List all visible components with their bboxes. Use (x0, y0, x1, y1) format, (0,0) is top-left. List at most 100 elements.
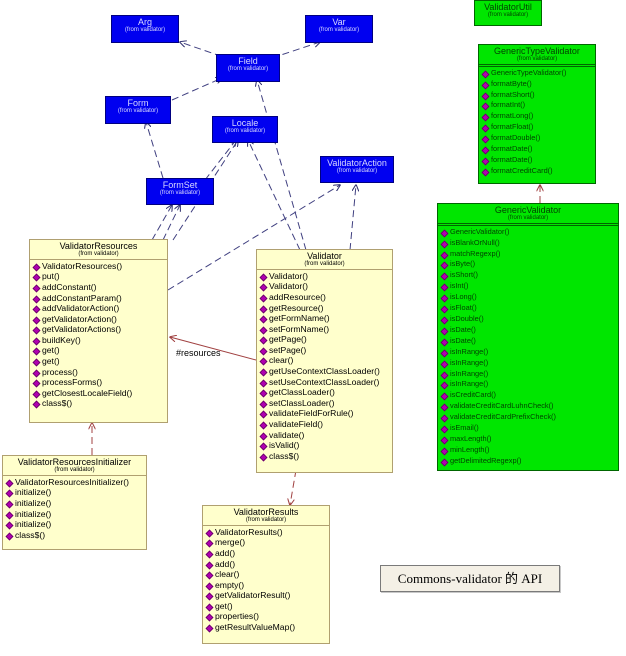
class-var[interactable]: Var(from validator) (305, 15, 373, 43)
operation: get() (206, 601, 329, 612)
operation: ValidatorResources() (33, 261, 167, 272)
link-validator-locale (248, 140, 301, 251)
operation: formatLong() (482, 111, 595, 122)
operation: validateCreditCardLuhnCheck() (441, 401, 618, 412)
operation: ValidatorResourcesInitializer() (6, 477, 146, 488)
class-form[interactable]: Form(from validator) (105, 96, 171, 124)
operation: getFormName() (260, 313, 392, 324)
operation: addResource() (260, 292, 392, 303)
class-field[interactable]: Field(from validator) (216, 54, 280, 82)
link-formset-form (146, 122, 164, 179)
class-name: Field (238, 56, 258, 66)
operation: setPage() (260, 345, 392, 356)
operation: get() (33, 356, 167, 367)
operation-list: Validator() Validator() addResource() ge… (257, 270, 392, 462)
class-name: ValidatorResources (59, 241, 138, 251)
class-package: (from validator) (487, 12, 529, 19)
operation: getClosestLocaleField() (33, 388, 167, 399)
operation: formatCreditCard() (482, 166, 595, 177)
class-package: (from validator) (336, 168, 378, 175)
operation-list: GenericValidator() isBlankOrNull() match… (438, 224, 618, 467)
operation: isInRange() (441, 347, 618, 358)
class-genericvalidator[interactable]: GenericValidator(from validator) Generic… (437, 203, 619, 471)
operation: isEmail() (441, 423, 618, 434)
operation: class$() (33, 398, 167, 409)
operation: isInRange() (441, 379, 618, 390)
operation: class$() (6, 530, 146, 541)
operation: GenericValidator() (441, 227, 618, 238)
class-package: (from validator) (54, 467, 95, 474)
class-validatoraction[interactable]: ValidatorAction(from validator) (320, 156, 394, 183)
operation: isInRange() (441, 369, 618, 380)
class-package: (from validator) (245, 517, 287, 524)
operation: put() (33, 271, 167, 282)
class-package: (from validator) (78, 251, 119, 258)
class-package: (from validator) (224, 128, 266, 135)
class-validatorresourcesinitializer[interactable]: ValidatorResourcesInitializer(from valid… (2, 455, 147, 550)
operation-list: ValidatorResourcesInitializer() initiali… (3, 476, 146, 541)
class-name: Var (332, 17, 346, 27)
operation: isDate() (441, 325, 618, 336)
class-package: (from validator) (304, 261, 345, 268)
class-package: (from validator) (227, 66, 269, 73)
operation: get() (33, 345, 167, 356)
operation: isDouble() (441, 314, 618, 325)
link-form-field (171, 78, 222, 101)
class-name: ValidatorResourcesInitializer (17, 457, 132, 467)
operation: initialize() (6, 509, 146, 520)
operation: isValid() (260, 440, 392, 451)
operation: getValidatorActions() (33, 324, 167, 335)
class-validatorutil[interactable]: ValidatorUtil(from validator) (474, 0, 542, 26)
operation: clear() (260, 355, 392, 366)
class-generictypevalidator[interactable]: GenericTypeValidator(from validator) Gen… (478, 44, 596, 184)
operation: setUseContextClassLoader() (260, 377, 392, 388)
class-name: Locale (231, 118, 259, 128)
operation: processForms() (33, 377, 167, 388)
operation: add() (206, 548, 329, 559)
operation: maxLength() (441, 434, 618, 445)
operation: isDate() (441, 336, 618, 347)
class-name: ValidatorUtil (484, 2, 532, 12)
operation: addValidatorAction() (33, 303, 167, 314)
resources-association (170, 337, 257, 361)
operation: setFormName() (260, 324, 392, 335)
operation-list: ValidatorResults() merge() add() add() c… (203, 526, 329, 633)
operation: validateField() (260, 419, 392, 430)
operation: isLong() (441, 292, 618, 303)
link-field-arg (180, 42, 233, 61)
link-vr-formset (151, 205, 172, 241)
class-name: Form (127, 98, 149, 108)
class-package: (from validator) (507, 215, 549, 222)
class-formset[interactable]: FormSet(from validator) (146, 178, 214, 205)
link-vr-validatoraction (167, 185, 340, 291)
class-package: (from validator) (117, 108, 159, 115)
operation: isCreditCard() (441, 390, 618, 401)
class-name: FormSet (162, 180, 198, 190)
operation-list: GenericTypeValidator() formatByte() form… (479, 65, 595, 177)
operation: add() (206, 559, 329, 570)
operation: isByte() (441, 259, 618, 270)
operation: initialize() (6, 487, 146, 498)
class-validatorresources[interactable]: ValidatorResources(from validator) Valid… (29, 239, 168, 423)
class-arg[interactable]: Arg(from validator) (111, 15, 179, 43)
class-package: (from validator) (124, 27, 166, 34)
operation: setClassLoader() (260, 398, 392, 409)
class-package: (from validator) (516, 56, 558, 63)
operation: validate() (260, 430, 392, 441)
class-package: (from validator) (318, 27, 360, 34)
operation: minLength() (441, 445, 618, 456)
operation: process() (33, 367, 167, 378)
operation: formatDate() (482, 144, 595, 155)
class-validatorresults[interactable]: ValidatorResults(from validator) Validat… (202, 505, 330, 644)
operation: class$() (260, 451, 392, 462)
link-validator-results (290, 469, 297, 505)
association-role-label: #resources (176, 348, 221, 358)
link-vr-formset-2 (162, 205, 180, 241)
class-validator[interactable]: Validator(from validator) Validator() Va… (256, 249, 393, 473)
class-locale[interactable]: Locale(from validator) (212, 116, 278, 143)
operation: getResource() (260, 303, 392, 314)
operation: formatInt() (482, 100, 595, 111)
operation: buildKey() (33, 335, 167, 346)
operation: merge() (206, 537, 329, 548)
